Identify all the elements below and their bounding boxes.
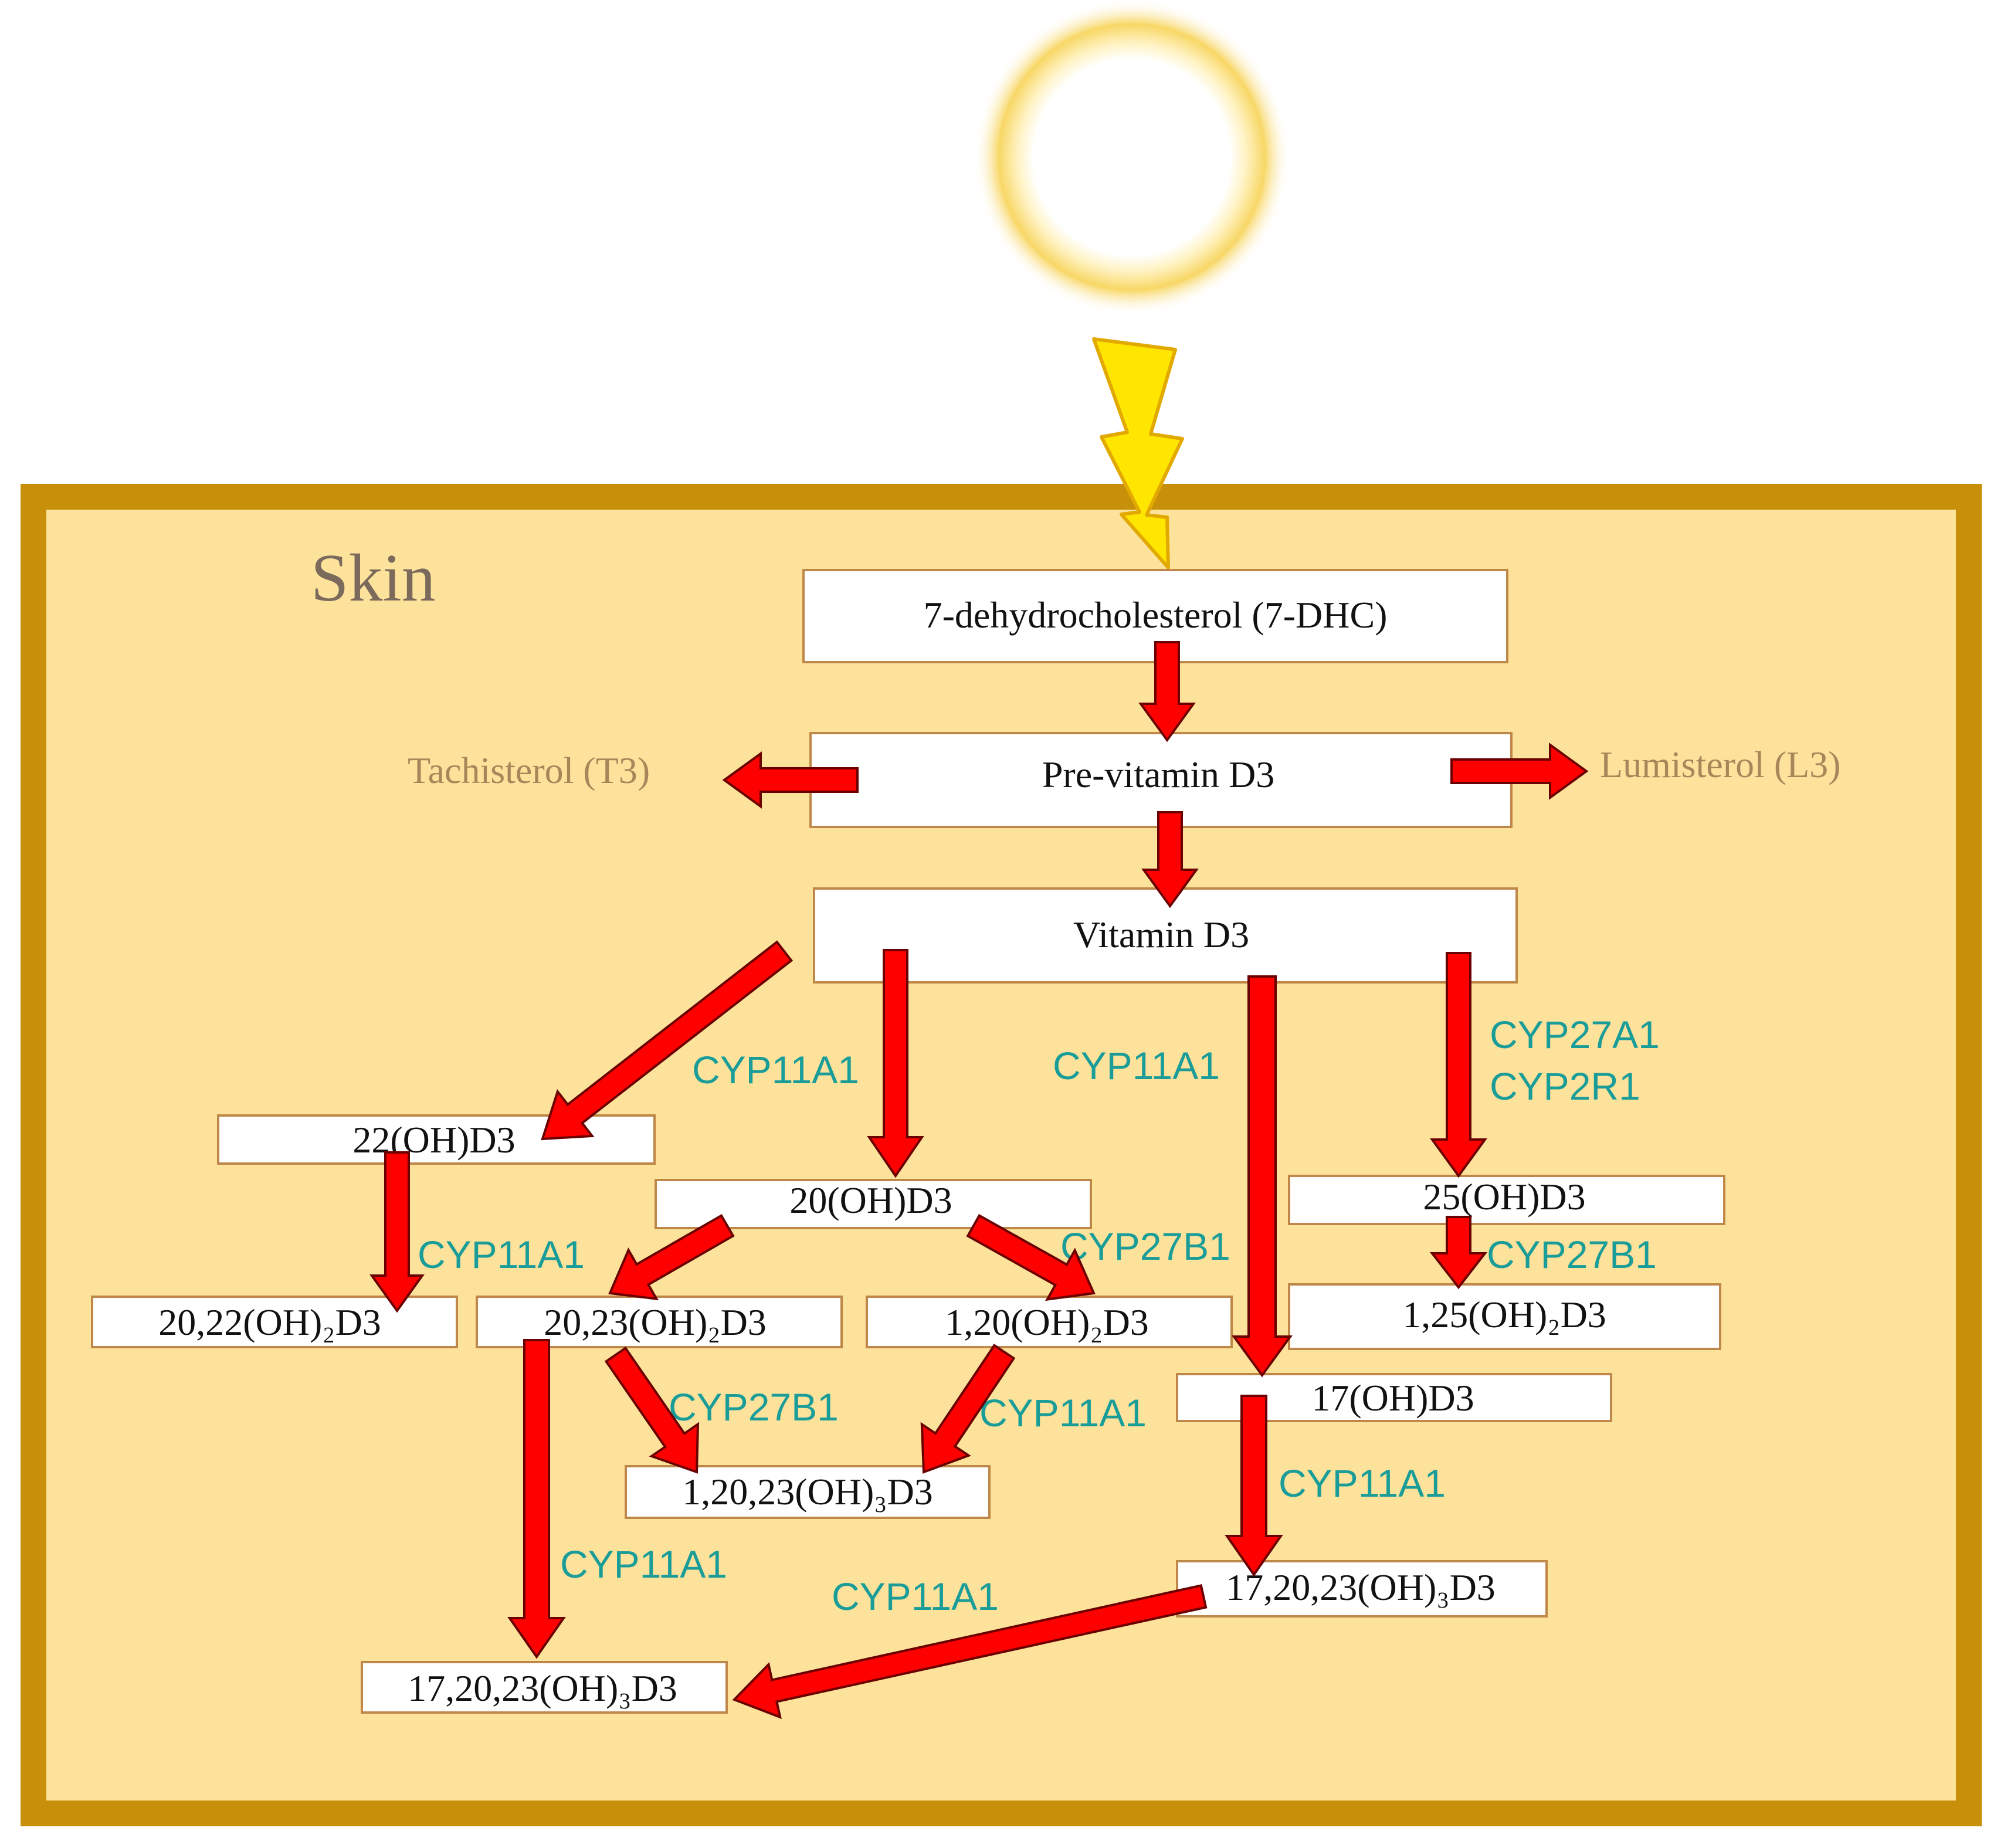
label-vitamin-d3: Vitamin D3: [1073, 914, 1249, 955]
enzyme-label-cyp27a1: CYP27A1: [1490, 1013, 1660, 1056]
sun-icon: [974, 0, 1290, 316]
label-17-20-23-oh3-d3-right: 17,20,23(OH)₃D3: [1226, 1566, 1496, 1608]
enzyme-label-cyp11a1: CYP11A1: [1053, 1044, 1220, 1087]
label-1-20-23-oh3-d3: 1,20,23(OH)₃D3: [682, 1471, 933, 1513]
arrow-vitamin-to-20oh: [867, 949, 924, 1178]
arrow-25oh-to-1-25oh2: [1429, 1216, 1488, 1290]
label-1-25-oh2-d3: 1,25(OH)₂D3: [1402, 1294, 1606, 1335]
label-pre-vitamin-d3: Pre-vitamin D3: [1042, 754, 1274, 795]
box-1-25-oh2-d3: [1288, 1283, 1721, 1350]
label-17-20-23-oh3-d3-left: 17,20,23(OH)₃D3: [408, 1667, 677, 1709]
tachisterol-label: Tachisterol (T3): [408, 750, 650, 791]
arrow-17-20-23oh3-right-to-left: [732, 1584, 1208, 1720]
box-20-23-oh2-d3: [476, 1296, 843, 1348]
box-17-20-23-oh3-d3-right: [1176, 1560, 1548, 1618]
enzyme-label-cyp11a1: CYP11A1: [560, 1542, 727, 1586]
reaction-arrows: [369, 641, 1589, 1720]
enzyme-label-cyp11a1: CYP11A1: [418, 1233, 585, 1276]
box-vitamin-d3: [813, 887, 1518, 984]
arrow-previtamin-to-lumisterol: [1450, 742, 1589, 800]
arrow-7dhc-to-previtamin: [1138, 641, 1196, 742]
arrow-20-23oh2-to-17-20-23oh3: [507, 1339, 566, 1659]
arrow-previtamin-to-vitamin: [1141, 811, 1199, 908]
label-20-oh-d3: 20(OH)D3: [789, 1179, 952, 1221]
lightning-bolt-icon: [1092, 337, 1184, 569]
box-17-20-23-oh3-d3-left: [361, 1661, 728, 1714]
arrow-vitamin-to-25oh: [1430, 952, 1487, 1178]
arrow-1-20oh2-to-1-20-23oh3: [920, 1344, 1016, 1474]
arrow-20oh-to-20-23oh2: [608, 1213, 735, 1301]
arrow-20-23oh2-to-1-20-23oh3: [604, 1346, 700, 1474]
label-25-oh-d3: 25(OH)D3: [1423, 1176, 1585, 1218]
enzyme-label-cyp11a1: CYP11A1: [1279, 1462, 1446, 1505]
skin-label: Skin: [311, 541, 436, 616]
label-17-oh-d3: 17(OH)D3: [1311, 1377, 1474, 1419]
label-7-dhc: 7-dehydrocholesterol (7-DHC): [924, 594, 1388, 636]
enzyme-label-cyp11a1: CYP11A1: [832, 1575, 999, 1618]
enzyme-label-cyp27b1: CYP27B1: [1487, 1233, 1657, 1276]
box-25-oh-d3: [1288, 1175, 1725, 1225]
arrow-previtamin-to-tachisterol: [722, 751, 859, 809]
label-20-23-oh2-d3: 20,23(OH)₂D3: [544, 1301, 767, 1343]
arrow-vitamin-to-17oh: [1232, 975, 1293, 1378]
enzyme-label-cyp27b1: CYP27B1: [669, 1385, 839, 1429]
label-20-22-oh2-d3: 20,22(OH)₂D3: [158, 1301, 381, 1343]
label-22-oh-d3: 22(OH)D3: [352, 1119, 515, 1161]
arrow-vitamin-to-22oh: [541, 940, 794, 1141]
enzyme-label-cyp2r1: CYP2R1: [1490, 1064, 1640, 1108]
box-1-20-23-oh3-d3: [625, 1465, 991, 1519]
arrow-17oh-to-17-20-23oh3: [1225, 1395, 1283, 1577]
enzyme-label-cyp11a1: CYP11A1: [979, 1391, 1147, 1435]
enzyme-label-cyp27b1: CYP27B1: [1060, 1225, 1230, 1268]
arrow-22oh-to-20-22oh2: [369, 1151, 425, 1313]
box-20-oh-d3: [655, 1179, 1092, 1229]
enzyme-label-cyp11a1: CYP11A1: [692, 1048, 859, 1091]
arrow-20oh-to-1-20oh2: [966, 1213, 1096, 1301]
lumisterol-label: Lumisterol (L3): [1600, 744, 1841, 785]
label-1-20-oh2-d3: 1,20(OH)₂D3: [945, 1301, 1149, 1343]
